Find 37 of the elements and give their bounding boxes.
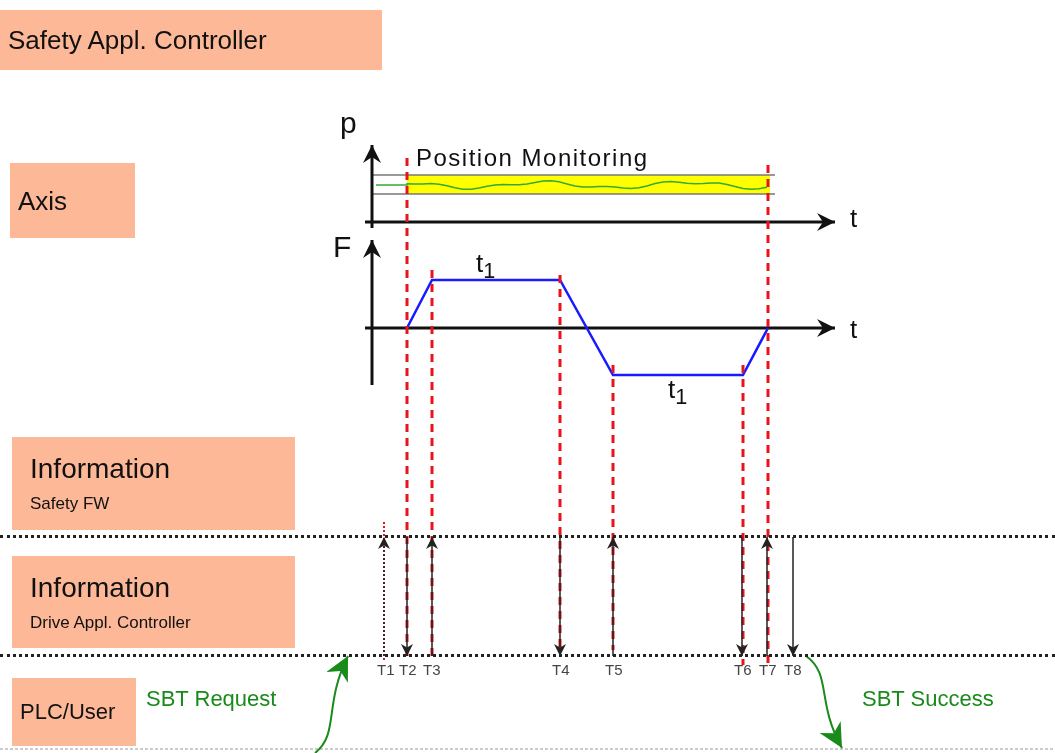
curve-label: t$_{1}$ [668, 376, 688, 408]
axis-label: p [340, 108, 357, 138]
lane-title: PLC/User [20, 701, 116, 723]
time-label: T7 [759, 662, 777, 677]
label-panel [0, 10, 382, 70]
arrow [401, 536, 413, 657]
time-label: T5 [605, 662, 623, 677]
time-label: T8 [784, 662, 802, 677]
lane-title: Information [30, 455, 171, 483]
arrow [607, 536, 619, 657]
time-label: T1 [377, 662, 395, 677]
lane-subtitle: Safety FW [30, 495, 110, 512]
arrow [805, 655, 843, 749]
axis-label: F [333, 232, 352, 262]
chart-title: Position Monitoring [416, 146, 649, 170]
arrow [314, 655, 349, 753]
label-panel [12, 678, 136, 746]
lane-title: Information [30, 574, 171, 602]
arrow [426, 536, 438, 657]
lane-title: Safety Appl. Controller [8, 27, 267, 53]
arrow [761, 536, 773, 657]
time-label: T3 [423, 662, 441, 677]
arrow [736, 536, 748, 657]
lane-subtitle: Drive Appl. Controller [30, 614, 191, 631]
axis-label: t [850, 205, 858, 231]
arrow [787, 536, 799, 657]
edge-label: SBT Request [146, 688, 277, 710]
arrow [554, 536, 566, 657]
time-label: T6 [734, 662, 752, 677]
arrow [378, 536, 390, 657]
label-panel [10, 163, 135, 238]
time-label: T4 [552, 662, 570, 677]
edge-label: SBT Success [862, 688, 994, 710]
curve-label: t$_{1}$ [476, 250, 496, 282]
axis-label: t [850, 316, 858, 342]
lane-title: Axis [18, 187, 68, 214]
time-label: T2 [399, 662, 417, 677]
